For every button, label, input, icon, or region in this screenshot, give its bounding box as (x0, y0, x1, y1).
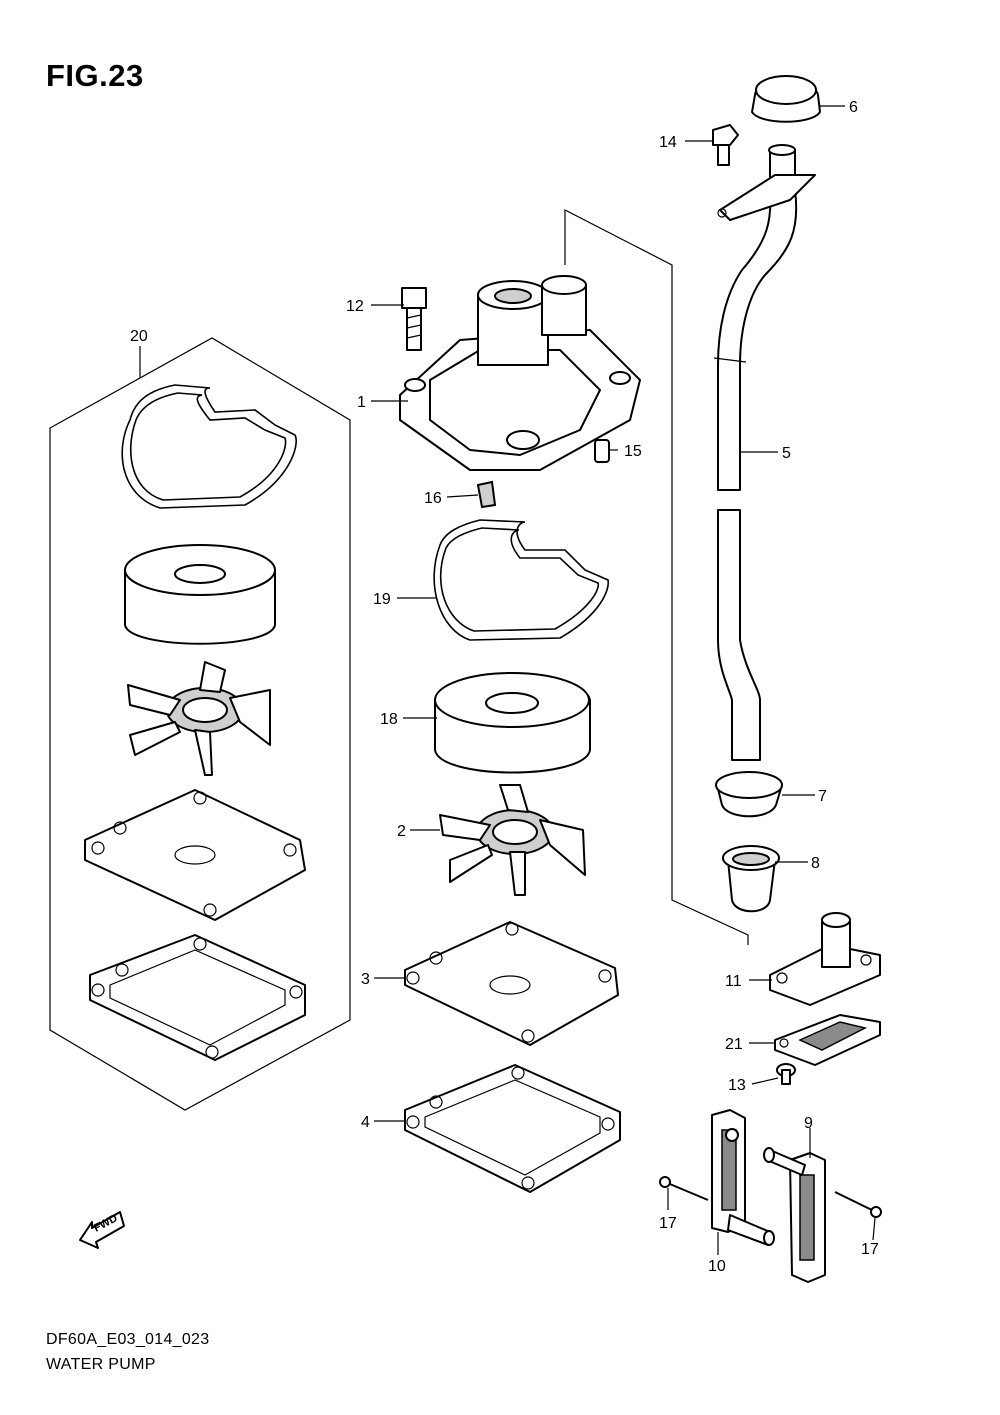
screw-17-left (659, 1176, 709, 1201)
water-pipe-11 (769, 912, 881, 1006)
callout-7: 7 (818, 788, 827, 805)
callout-2: 2 (397, 823, 406, 840)
grommet-7 (715, 771, 783, 818)
gasket-4 (404, 1064, 621, 1193)
callout-11: 11 (725, 973, 742, 990)
pump-case (399, 275, 641, 471)
callout-17-right: 17 (861, 1241, 879, 1258)
bolt-14 (712, 124, 739, 166)
callout-14: 14 (659, 134, 677, 151)
model-code: DF60A_E03_014_023 (46, 1331, 210, 1348)
callout-1: 1 (357, 394, 366, 411)
kit-impeller (127, 661, 271, 776)
figure-title: FIG.23 (46, 58, 144, 93)
callout-18: 18 (380, 711, 398, 728)
callout-20: 20 (130, 328, 148, 345)
anode-plate-9 (763, 1147, 826, 1283)
dowel-pin-15 (594, 439, 610, 463)
repair-kit-box (49, 337, 351, 1111)
seal-ring-19 (433, 519, 610, 641)
callout-4: 4 (361, 1114, 370, 1131)
filter-21 (774, 1014, 881, 1066)
callout-leaders (139, 105, 876, 1255)
kit-plate (84, 789, 306, 921)
bolt-12 (401, 287, 427, 351)
callout-16: 16 (424, 490, 442, 507)
plate-3 (404, 921, 619, 1046)
kit-rubber-spacer (124, 544, 276, 645)
leader-frame (564, 209, 749, 945)
kit-gasket (89, 934, 306, 1061)
bushing-8 (722, 845, 780, 913)
callout-17-left: 17 (659, 1215, 677, 1232)
screw-17-right (834, 1191, 882, 1218)
rubber-spacer-18 (434, 672, 591, 774)
callout-8: 8 (811, 855, 820, 872)
callout-6: 6 (849, 99, 858, 116)
callout-9: 9 (804, 1115, 813, 1132)
screw-13 (776, 1063, 796, 1085)
diagram-caption: WATER PUMP (46, 1356, 156, 1373)
callout-21: 21 (725, 1036, 743, 1053)
forward-arrow-icon: FWD (79, 1211, 125, 1249)
callout-12: 12 (346, 298, 364, 315)
callout-3: 3 (361, 971, 370, 988)
callout-5: 5 (782, 445, 791, 462)
impeller-2 (439, 784, 586, 896)
callout-10: 10 (708, 1258, 726, 1275)
water-tube-5 (713, 144, 816, 761)
anode-stud-10 (711, 1109, 775, 1246)
callout-15: 15 (624, 443, 642, 460)
callout-13: 13 (728, 1077, 746, 1094)
grommet-6 (751, 75, 821, 123)
callout-19: 19 (373, 591, 391, 608)
key-16 (476, 480, 497, 509)
kit-seal-ring (121, 384, 297, 509)
callout-labels: 1 2 3 4 5 6 7 8 9 10 11 12 13 14 15 16 1… (130, 99, 879, 1275)
